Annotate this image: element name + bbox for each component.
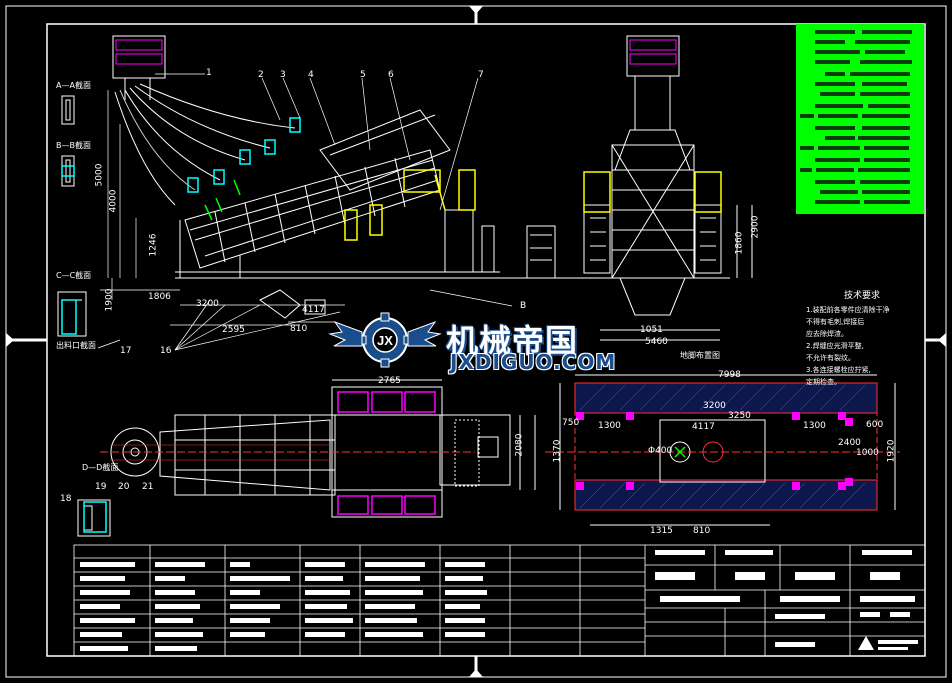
dim-1900: 1900 [104, 288, 115, 312]
cyclone-units [187, 117, 301, 221]
dim-3250: 3250 [728, 411, 751, 421]
dim-2900: 2900 [750, 215, 761, 239]
dim-5460: 5460 [645, 337, 668, 347]
yellow-railings [344, 169, 476, 241]
tech-note-line: 不允许有裂纹。 [806, 354, 855, 362]
green-spec-lines [800, 30, 912, 204]
callout-3: 3 [280, 70, 286, 80]
callout-20: 20 [118, 482, 130, 492]
dim-2400: 2400 [838, 438, 861, 448]
callout-18: 18 [60, 494, 72, 504]
callout-1: 1 [206, 68, 212, 78]
dim-810b: 810 [693, 526, 711, 536]
tech-note-line: 3.各连接螺栓应拧紧, [806, 366, 871, 374]
dim-3200: 3200 [196, 299, 219, 309]
callout-4: 4 [308, 70, 314, 80]
dim-1000: 1000 [856, 448, 879, 458]
side-elevation [112, 35, 575, 319]
foundation-green-marks [674, 446, 686, 458]
callout-5: 5 [360, 70, 366, 80]
dim-1246: 1246 [148, 233, 159, 257]
front-elevation [575, 35, 753, 341]
section-label-b: B—B截面 [56, 141, 91, 150]
section-label-a: A—A截面 [56, 81, 91, 90]
dim-4117: 4117 [302, 305, 325, 315]
callout-7: 7 [478, 70, 484, 80]
foundation-plan [545, 374, 900, 526]
dim-2595: 2595 [222, 325, 245, 335]
callout-17: 17 [120, 346, 132, 356]
dim-1051: 1051 [640, 325, 663, 335]
dim-1806: 1806 [148, 292, 171, 302]
dim-2080: 2080 [514, 433, 525, 457]
dim-2765: 2765 [378, 376, 401, 386]
callout-b: B [520, 301, 527, 311]
section-label-d: D—D截面 [82, 463, 119, 472]
foundation-hatch [579, 384, 866, 509]
tech-note-line: 应去除焊渣。 [806, 330, 848, 338]
watermark-subtitle: JXDIGUO.COM [450, 350, 617, 374]
dim-750: 750 [562, 418, 580, 428]
dim-1370: 1370 [552, 439, 563, 463]
callout-leaders [97, 73, 513, 351]
callout-21: 21 [142, 482, 154, 492]
dim-phi400: Φ400 [648, 446, 673, 456]
dim-4000: 4000 [108, 189, 119, 213]
watermark-title: 机械帝国 [446, 322, 579, 360]
tech-note-line: 1.装配前各零件应清除干净 [806, 306, 890, 314]
section-label-plan: 地脚布置图 [680, 351, 720, 360]
section-colored [61, 165, 107, 533]
wing-icon [328, 320, 442, 347]
tech-note-line: 不得有毛刺,焊接后 [806, 318, 865, 326]
callout-19: 19 [95, 482, 107, 492]
dim-1860: 1860 [734, 231, 745, 255]
title-block [73, 544, 926, 657]
callout-6: 6 [388, 70, 394, 80]
tech-notes: 技术要求 1.装配前各零件应清除干净 不得有毛刺,焊接后 应去除焊渣。 2.焊缝… [806, 290, 918, 388]
section-label-c: C—C截面 [56, 271, 92, 280]
tech-notes-heading: 技术要求 [843, 291, 880, 301]
dim-4117b: 4117 [692, 422, 715, 432]
plan-view [100, 379, 536, 518]
plan-pink-parts [337, 391, 436, 515]
tech-note-line: 2.焊缝应光滑平整, [806, 342, 864, 350]
callout-16: 16 [160, 346, 172, 356]
svg-text:JX: JX [377, 333, 393, 348]
dim-1315: 1315 [650, 526, 673, 536]
dim-3200b: 3200 [703, 401, 726, 411]
company-logo-icon [858, 636, 918, 650]
dim-1300b: 1300 [803, 421, 826, 431]
front-yellow-rails [583, 171, 722, 213]
dim-1300a: 1300 [598, 421, 621, 431]
dim-1920: 1920 [886, 439, 897, 463]
dim-600: 600 [866, 420, 884, 430]
dim-5000: 5000 [94, 163, 105, 187]
gear-logo-icon: JX [357, 312, 413, 368]
section-label-outlet: 出料口截面 [56, 341, 96, 350]
tech-note-line: 定期检查。 [806, 378, 841, 386]
title-block-text-marks [80, 550, 915, 651]
left-dimensions [100, 90, 345, 326]
dim-810: 810 [290, 324, 308, 334]
dim-7998: 7998 [718, 370, 741, 380]
callout-2: 2 [258, 70, 264, 80]
